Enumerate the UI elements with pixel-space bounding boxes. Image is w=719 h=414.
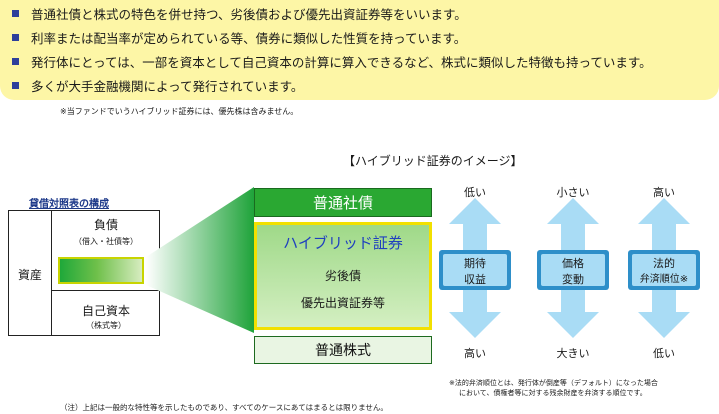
common-stock-box: 普通株式 xyxy=(254,336,432,364)
image-title: 【ハイブリッド証券のイメージ】 xyxy=(343,154,523,168)
bullet-text: 利率または配当率が定められている等、債券に類似した性質を持っています。 xyxy=(31,30,467,46)
legal-priority-line-1: 法的 xyxy=(653,257,675,270)
preferred-securities-label: 優先出資証券等 xyxy=(300,296,385,310)
bullet-square-icon xyxy=(12,9,19,17)
bullet-note: ※当ファンドでいうハイブリッド証券には、優先株は含みません。 xyxy=(60,107,299,116)
expected-return-label: 期待 収益 xyxy=(435,256,515,288)
expected-return-line-2: 収益 xyxy=(464,273,486,286)
price-volatility-line-1: 価格 xyxy=(562,257,584,270)
arrow-label-inner xyxy=(632,254,696,286)
legal-priority-label: 法的 弁済順位※ xyxy=(624,256,704,288)
common-bond-box: 普通社債 xyxy=(254,188,432,217)
bullet-text: 多くが大手金融機関によって発行されています。 xyxy=(31,78,304,94)
bullet-text: 普通社債と株式の特色を併せ持つ、劣後債および優先出資証券等をいいます。 xyxy=(31,6,467,22)
bullet-item: 利率または配当率が定められている等、債券に類似した性質を持っています。 xyxy=(12,27,466,47)
arrow-label-inner xyxy=(443,254,507,286)
arrow-label-inner xyxy=(541,254,605,286)
equity-label: 自己資本 xyxy=(81,304,130,318)
footnote-left: （注）上記は一般的な特性等を示したものであり、すべてのケースにあてはまるとは限り… xyxy=(60,403,388,412)
hybrid-title: ハイブリッド証券 xyxy=(283,234,403,252)
bullet-item: 普通社債と株式の特色を併せ持つ、劣後債および優先出資証券等をいいます。 xyxy=(12,3,467,23)
balance-sheet-divider xyxy=(51,210,52,336)
balance-sheet-title: 貸借対照表の構成 xyxy=(29,199,109,210)
assets-label: 資産 xyxy=(17,268,42,282)
bullet-square-icon xyxy=(12,33,19,41)
bullet-text: 発行体にとっては、一部を資本として自己資本の計算に算入できるなど、株式に類似した… xyxy=(31,54,652,70)
bullet-square-icon xyxy=(12,81,19,89)
return-low-label: 低い xyxy=(464,186,486,199)
volatility-large-label: 大きい xyxy=(556,347,590,360)
hybrid-segment xyxy=(58,257,144,284)
expected-return-line-1: 期待 xyxy=(464,257,486,270)
liabilities-label: 負債 xyxy=(93,218,118,232)
arrows-graphic xyxy=(439,198,700,338)
hybrid-securities-box: ハイブリッド証券 劣後債 優先出資証券等 xyxy=(254,222,432,330)
summary-box: 普通社債と株式の特色を併せ持つ、劣後債および優先出資証券等をいいます。 利率また… xyxy=(0,0,719,100)
equity-sub-label: （株式等） xyxy=(86,321,126,330)
return-high-label: 高い xyxy=(464,347,486,360)
common-bond-label: 普通社債 xyxy=(312,194,373,212)
footnote-right-line-1: ※法的弁済順位とは、発行体が倒産等（デフォルト）になった場合 xyxy=(449,379,658,387)
bullet-item: 多くが大手金融機関によって発行されています。 xyxy=(12,75,303,95)
zoom-fan-shape xyxy=(146,187,254,333)
subordinated-debt-label: 劣後債 xyxy=(324,269,361,283)
footnote-right-line-2: において、債権者等に対する残余財産を弁済する順位です。 xyxy=(459,389,647,397)
fan-polygon xyxy=(146,187,254,333)
price-volatility-line-2: 変動 xyxy=(562,273,584,286)
bullet-item: 発行体にとっては、一部を資本として自己資本の計算に算入できるなど、株式に類似した… xyxy=(12,51,652,71)
legal-priority-line-2: 弁済順位※ xyxy=(639,274,689,285)
priority-low-label: 低い xyxy=(653,347,675,360)
equity-divider xyxy=(52,290,160,291)
bullet-square-icon xyxy=(12,57,19,65)
liabilities-sub-label: （借入・社債等） xyxy=(74,237,138,246)
common-stock-label: 普通株式 xyxy=(315,343,371,359)
volatility-small-label: 小さい xyxy=(556,186,590,199)
priority-high-label: 高い xyxy=(653,186,675,199)
price-volatility-label: 価格 変動 xyxy=(533,256,613,288)
